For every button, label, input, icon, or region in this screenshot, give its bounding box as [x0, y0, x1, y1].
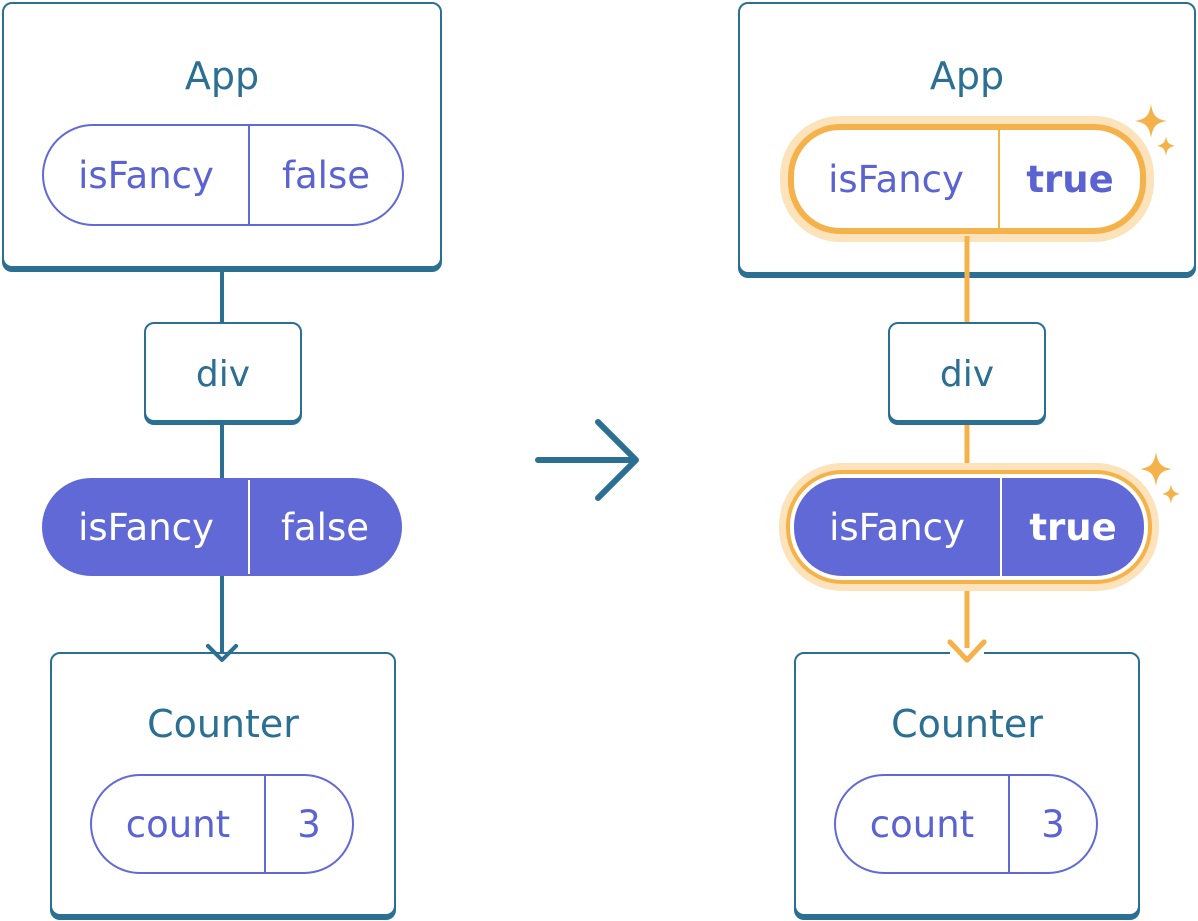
right-app-title: App — [929, 54, 1005, 98]
right-app-state-name: isFancy — [828, 157, 964, 201]
right-counter-title: Counter — [891, 702, 1043, 746]
right-app-state-divider — [998, 130, 1000, 228]
right-counter-state-pill: count 3 — [834, 774, 1098, 874]
right-counter-state-divider — [1008, 776, 1010, 872]
right-prop-pill: isFancy true — [790, 474, 1148, 580]
right-app-state-pill: isFancy true — [788, 124, 1146, 234]
left-counter-state-name: count — [125, 802, 231, 846]
left-div-label: div — [195, 354, 251, 395]
left-app-title: App — [184, 54, 260, 98]
right-prop-divider — [1000, 478, 1002, 576]
left-counter-state-value: 3 — [297, 802, 321, 846]
left-app-state-name: isFancy — [78, 153, 214, 197]
left-prop-divider — [248, 480, 250, 574]
left-app-state-pill: isFancy false — [42, 124, 404, 226]
right-div-box: div — [888, 322, 1046, 422]
left-prop-value: false — [280, 505, 370, 549]
left-counter-state-divider — [264, 776, 266, 872]
left-counter-box: Counter count 3 — [50, 652, 396, 916]
left-app-state-divider — [248, 126, 250, 224]
left-prop-name: isFancy — [78, 505, 214, 549]
left-app-state-value: false — [281, 153, 371, 197]
right-app-state-value: true — [1026, 157, 1114, 201]
left-app-box: App isFancy false — [2, 2, 442, 268]
left-counter-state-pill: count 3 — [90, 774, 354, 874]
right-counter-state-name: count — [869, 802, 975, 846]
left-counter-title: Counter — [147, 702, 299, 746]
right-counter-box: Counter count 3 — [794, 652, 1140, 916]
right-prop-value: true — [1029, 505, 1117, 549]
right-counter-state-value: 3 — [1041, 802, 1065, 846]
left-prop-pill: isFancy false — [42, 478, 402, 576]
left-div-box: div — [144, 322, 302, 422]
right-prop-name: isFancy — [829, 505, 965, 549]
right-div-label: div — [939, 354, 995, 395]
